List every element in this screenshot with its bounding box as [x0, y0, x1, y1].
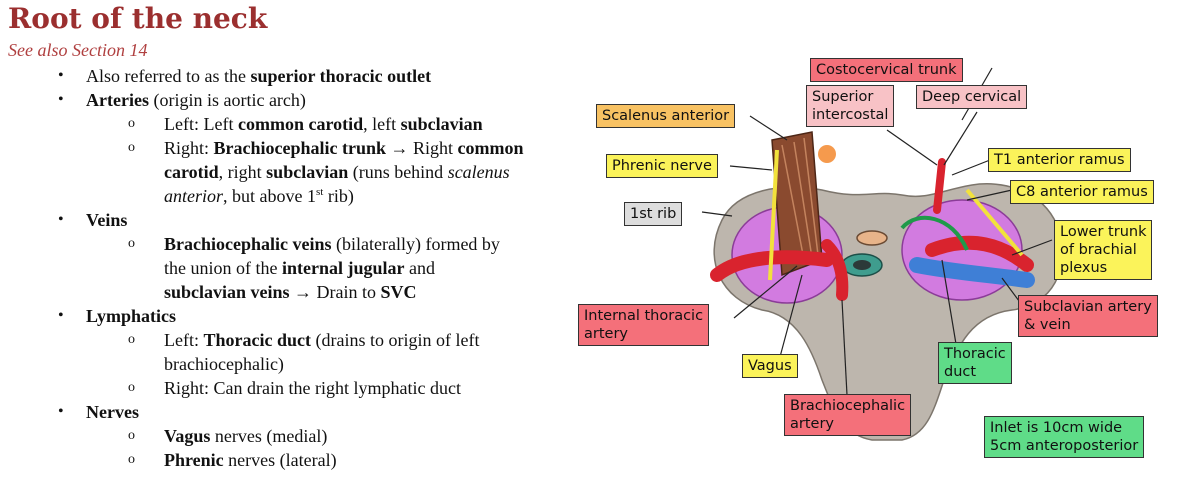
thoracic-duct-line — [900, 215, 969, 251]
bullet-marker: • — [58, 403, 64, 420]
subclavian-vein — [909, 257, 1035, 288]
label-costocervical-trunk: Costocervical trunk — [810, 58, 963, 82]
label-t1-anterior-ramus: T1 anterior ramus — [988, 148, 1131, 172]
label-thoracic-duct: Thoracic duct — [938, 342, 1012, 384]
sub-bullet-marker: o — [128, 380, 135, 395]
list-item: o Right: Can drain the right lymphatic d… — [128, 378, 461, 398]
phrenic-nerve-line — [768, 149, 779, 281]
root-of-neck-diagram: Costocervical trunk Superior intercostal… — [572, 50, 1182, 490]
brachiocephalic-artery — [821, 239, 849, 301]
list-item: o Brachiocephalic veins (bilaterally) fo… — [128, 234, 500, 302]
list-item: • Arteries (origin is aortic arch) — [58, 90, 306, 110]
label-deep-cervical: Deep cervical — [916, 85, 1028, 109]
sub-bullet-marker: o — [128, 428, 135, 443]
label-phrenic-nerve: Phrenic nerve — [606, 154, 718, 178]
sub-bullet-marker: o — [128, 452, 135, 467]
list-item: • Veins — [58, 210, 128, 230]
list-item: • Lymphatics — [58, 306, 177, 326]
label-vagus: Vagus — [742, 354, 798, 378]
label-c8-anterior-ramus: C8 anterior ramus — [1010, 180, 1154, 204]
list-item: o Phrenic nerves (lateral) — [128, 450, 337, 470]
list-item: o Left: Left common carotid, left subcla… — [128, 114, 483, 134]
label-internal-thoracic-artery: Internal thoracic artery — [578, 304, 710, 346]
label-lower-trunk: Lower trunk of brachial plexus — [1054, 220, 1153, 280]
sub-bullet-marker: o — [128, 116, 135, 131]
sub-bullet-marker: o — [128, 236, 135, 251]
trachea-shape — [856, 230, 888, 246]
lower-trunk-nerve-line — [965, 188, 1024, 257]
list-item: o Vagus nerves (medial) — [128, 426, 328, 446]
list-item: o Right: Brachiocephalic trunk → Right c… — [128, 138, 524, 206]
label-scalenus-anterior: Scalenus anterior — [596, 104, 736, 128]
label-first-rib: 1st rib — [624, 202, 683, 226]
list-item: • Nerves — [58, 402, 139, 422]
list-item: o Left: Thoracic duct (drains to origin … — [128, 330, 480, 374]
bullet-marker: • — [58, 307, 64, 324]
sub-bullet-marker: o — [128, 140, 135, 155]
page-subtitle: See also Section 14 — [8, 40, 148, 60]
page-title: Root of the neck — [8, 2, 268, 35]
bullet-marker: • — [58, 67, 64, 84]
bullet-marker: • — [58, 91, 64, 108]
label-inlet-dimensions: Inlet is 10cm wide 5cm anteroposterior — [984, 416, 1145, 458]
label-superior-intercostal: Superior intercostal — [806, 85, 895, 127]
notes-list: • Also referred to as the superior thora… — [0, 64, 585, 472]
bullet-marker: • — [58, 211, 64, 228]
costocervical-trunk — [933, 158, 946, 214]
sub-bullet-marker: o — [128, 332, 135, 347]
label-subclavian-artery-vein: Subclavian artery & vein — [1018, 295, 1158, 337]
right-subclavian-artery — [925, 235, 1034, 272]
diagram-illustration — [701, 67, 1063, 441]
left-subclavian-artery — [710, 250, 834, 282]
list-item: • Also referred to as the superior thora… — [58, 66, 432, 86]
label-brachiocephalic-artery: Brachiocephalic artery — [784, 394, 912, 436]
